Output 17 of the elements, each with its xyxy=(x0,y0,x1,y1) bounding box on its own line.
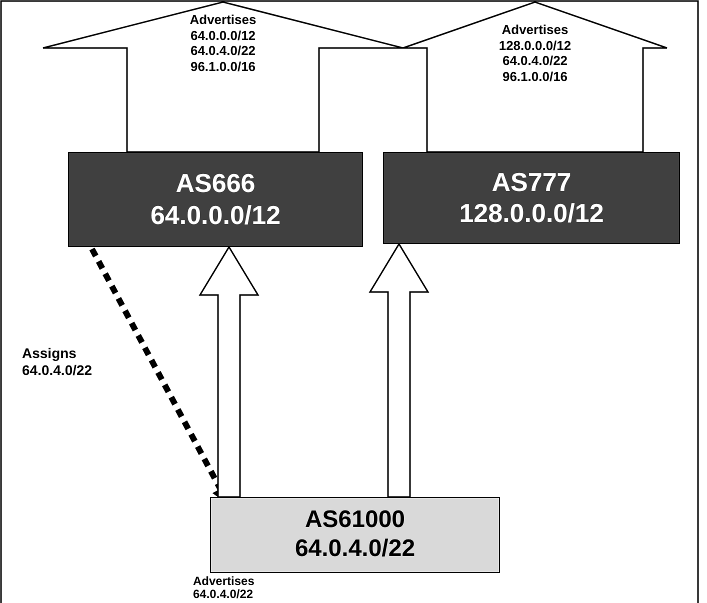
advertise-note: Advertises 64.0.4.0/22 xyxy=(193,575,256,602)
edge-label: Advertises 128.0.0.0/12 64.0.4.0/22 96.1.0.0/16 xyxy=(498,22,572,84)
prefix-text: 64.0.4.0/22 xyxy=(294,535,416,564)
as-name: AS777 xyxy=(492,166,572,198)
as-box xyxy=(68,152,363,247)
edge-label: Advertises 64.0.0.0/12 64.0.4.0/22 96.1.0.0/16 xyxy=(188,12,258,74)
edge-label: Assigns 64.0.4.0/22 xyxy=(22,345,94,379)
block-arrow xyxy=(368,242,430,498)
block-arrow xyxy=(402,1,668,153)
prefix-text: 128.0.0.0/12 xyxy=(459,198,604,230)
prefix-text: 64.0.0.0/12 xyxy=(150,200,281,231)
as-box xyxy=(383,152,680,244)
as-name: AS61000 xyxy=(304,506,406,535)
block-arrow xyxy=(42,1,404,153)
block-arrow xyxy=(198,246,260,498)
as-box xyxy=(210,497,500,573)
as-name: AS666 xyxy=(176,168,256,200)
